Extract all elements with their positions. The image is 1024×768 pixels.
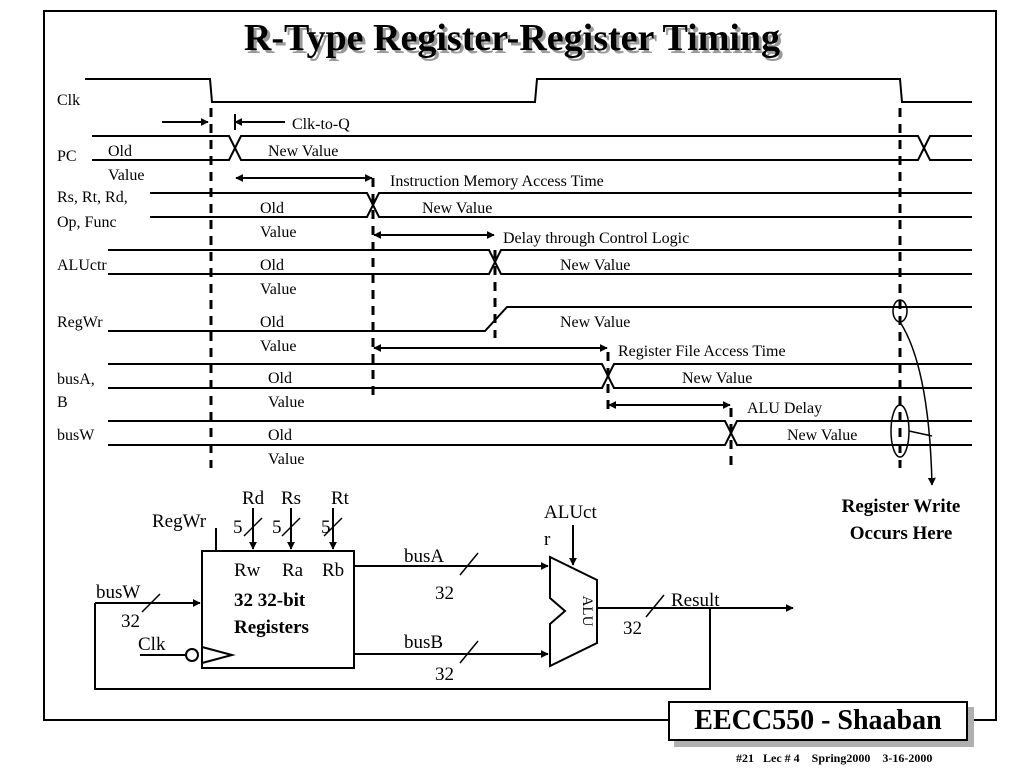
busab-waveform bbox=[108, 363, 972, 389]
dp-alu-label: ALU bbox=[579, 596, 595, 627]
delay-arrows bbox=[162, 114, 731, 409]
busab-old-value-2: Value bbox=[268, 394, 304, 411]
dp-rs-width: 5 bbox=[272, 517, 282, 538]
busw-old-value-2: Value bbox=[268, 451, 304, 468]
signal-label-busa: busA, bbox=[57, 371, 95, 388]
instruction-fields-waveform bbox=[150, 192, 972, 218]
register-write-callout bbox=[890, 299, 936, 486]
regwr-new-value: New Value bbox=[560, 314, 630, 331]
alu-delay-label: ALU Delay bbox=[747, 400, 822, 417]
rs-new-value: New Value bbox=[422, 200, 492, 217]
clk-to-q-label: Clk-to-Q bbox=[292, 116, 350, 133]
dp-clk-label: Clk bbox=[138, 634, 166, 655]
aluctr-waveform bbox=[108, 249, 972, 275]
edge-markers bbox=[209, 108, 902, 468]
control-delay-label: Delay through Control Logic bbox=[503, 230, 689, 247]
register-write-label-2: Occurs Here bbox=[850, 523, 953, 544]
dp-busb-label: busB bbox=[404, 632, 443, 653]
dp-rd-width: 5 bbox=[233, 517, 243, 538]
busw-waveform bbox=[108, 420, 972, 446]
register-write-label: Register Write bbox=[842, 496, 961, 517]
dp-busw-label: busW bbox=[96, 582, 140, 603]
datapath bbox=[94, 508, 794, 690]
slide-title: R-Type Register-Register Timing bbox=[243, 17, 781, 59]
dp-result-width: 32 bbox=[623, 618, 642, 639]
aluctr-old-value: Old bbox=[260, 257, 284, 274]
busw-old-value: Old bbox=[268, 427, 292, 444]
dp-regwr-label: RegWr bbox=[152, 511, 207, 532]
signal-label-op: Op, Func bbox=[57, 214, 117, 231]
signal-label-busw: busW bbox=[57, 427, 95, 444]
regwr-old-value-2: Value bbox=[260, 338, 296, 355]
dp-busa-label: busA bbox=[404, 546, 444, 567]
dp-regfile-title: 32 32-bit bbox=[234, 590, 306, 611]
signal-label-regwr: RegWr bbox=[57, 314, 103, 331]
regwr-old-value: Old bbox=[260, 314, 284, 331]
signal-label-aluctr: ALUctr bbox=[57, 257, 107, 274]
signal-label-rs: Rs, Rt, Rd, bbox=[57, 189, 128, 206]
dp-busw-width: 32 bbox=[121, 611, 140, 632]
clock-waveform bbox=[85, 78, 972, 103]
pc-new-value: New Value bbox=[268, 143, 338, 160]
slide-frame bbox=[43, 10, 997, 721]
dp-regfile-title-2: Registers bbox=[234, 617, 309, 638]
dp-busa-width: 32 bbox=[435, 583, 454, 604]
regfile-access-label: Register File Access Time bbox=[618, 343, 786, 360]
signal-label-pc: PC bbox=[57, 148, 77, 165]
pc-waveform bbox=[92, 135, 972, 161]
dp-ra-port: Ra bbox=[282, 560, 304, 581]
clock-inversion-bubble bbox=[185, 648, 199, 662]
dp-busb-width: 32 bbox=[435, 664, 454, 685]
pc-old-value-2: Value bbox=[108, 167, 144, 184]
aluctr-old-value-2: Value bbox=[260, 281, 296, 298]
aluctr-new-value: New Value bbox=[560, 257, 630, 274]
busab-new-value: New Value bbox=[682, 370, 752, 387]
imem-access-label: Instruction Memory Access Time bbox=[390, 173, 604, 190]
dp-aluctr-label-2: r bbox=[544, 529, 551, 550]
dp-aluctr-label: ALUct bbox=[544, 502, 597, 523]
alu-shape bbox=[549, 555, 598, 668]
signal-label-b: B bbox=[57, 394, 68, 411]
course-badge: EECC550 - Shaaban bbox=[668, 701, 968, 741]
dp-rd-label: Rd bbox=[242, 488, 265, 509]
busab-old-value: Old bbox=[268, 370, 292, 387]
dp-rt-label: Rt bbox=[331, 488, 350, 509]
pc-old-value: Old bbox=[108, 143, 132, 160]
dp-rt-width: 5 bbox=[321, 517, 331, 538]
register-file-box bbox=[201, 550, 355, 669]
slide-footer: #21 Lec # 4 Spring2000 3-16-2000 bbox=[736, 751, 933, 765]
dp-result-label: Result bbox=[671, 590, 720, 611]
dp-rs-label: Rs bbox=[281, 488, 301, 509]
dp-rb-port: Rb bbox=[322, 560, 344, 581]
busw-new-value: New Value bbox=[787, 427, 857, 444]
signal-label-clk: Clk bbox=[57, 92, 80, 109]
regwr-waveform bbox=[108, 306, 972, 332]
dp-rw-port: Rw bbox=[234, 560, 261, 581]
rs-old-value: Old bbox=[260, 200, 284, 217]
rs-old-value-2: Value bbox=[260, 224, 296, 241]
